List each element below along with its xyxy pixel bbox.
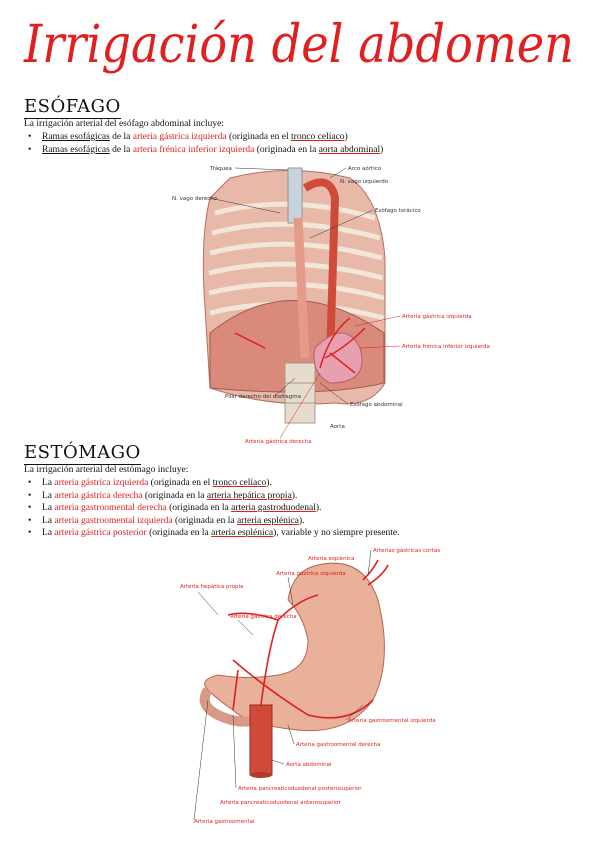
estomago-list: La arteria gástrica izquierda (originada… xyxy=(28,477,399,540)
svg-text:Arteria gastroomental: Arteria gastroomental xyxy=(194,819,255,825)
svg-text:Arteria gástrica derecha: Arteria gástrica derecha xyxy=(245,438,312,445)
esofago-list: Ramas esofágicas de la arteria gástrica … xyxy=(28,131,383,156)
estomago-heading: ESTÓMAGO xyxy=(24,442,141,465)
page-title: Irrigación del abdomen xyxy=(23,15,574,75)
svg-text:Arteria gástrica izquierda: Arteria gástrica izquierda xyxy=(402,313,472,320)
list-item: Ramas esofágicas de la arteria gástrica … xyxy=(28,131,383,144)
svg-text:Arteria frénica inferior izqui: Arteria frénica inferior izquierda xyxy=(402,343,490,350)
svg-text:Esófago torácico: Esófago torácico xyxy=(375,207,421,214)
svg-text:Arco aórtico: Arco aórtico xyxy=(348,165,382,172)
svg-text:Arteria hepática propia: Arteria hepática propia xyxy=(180,583,243,590)
stomach-anatomy-figure: Arterias gástricas cortas Arteria esplén… xyxy=(180,547,440,825)
svg-text:Arteria pancreaticoduodenal po: Arteria pancreaticoduodenal posterosuper… xyxy=(238,786,362,792)
svg-text:Arteria gastroomental izquierd: Arteria gastroomental izquierda xyxy=(348,718,436,724)
svg-text:Pilar derecho del diafragma: Pilar derecho del diafragma xyxy=(225,394,301,400)
esofago-intro: La irrigación arterial del esófago abdom… xyxy=(24,119,224,129)
svg-text:N. vago izquierdo: N. vago izquierdo xyxy=(340,179,389,185)
svg-text:Arteria gastroomental derecha: Arteria gastroomental derecha xyxy=(296,742,381,748)
svg-text:Arteria pancreaticoduodenal an: Arteria pancreaticoduodenal anterosuperi… xyxy=(220,800,341,806)
svg-text:Arteria esplénica: Arteria esplénica xyxy=(308,555,355,562)
esophagus-anatomy-figure: Tráquea Arco aórtico N. vago izquierdo N… xyxy=(172,165,490,445)
svg-text:Esófago abdominal: Esófago abdominal xyxy=(350,401,403,408)
svg-text:Arteria gástrica derecha: Arteria gástrica derecha xyxy=(230,613,297,620)
svg-text:Arteria gástrica izquierda: Arteria gástrica izquierda xyxy=(276,570,346,577)
svg-text:Aorta: Aorta xyxy=(330,424,345,430)
svg-text:N. vago derecho: N. vago derecho xyxy=(172,196,218,202)
list-item: Ramas esofágicas de la arteria frénica i… xyxy=(28,144,383,157)
svg-text:Arterias gástricas cortas: Arterias gástricas cortas xyxy=(373,547,440,554)
list-item: La arteria gástrica izquierda (originada… xyxy=(28,477,399,490)
svg-text:Tráquea: Tráquea xyxy=(209,165,232,172)
svg-text:Irrigación del abdomen: Irrigación del abdomen xyxy=(23,15,574,75)
list-item: La arteria gástrica posterior (originada… xyxy=(28,527,399,540)
list-item: La arteria gastroomental derecha (origin… xyxy=(28,502,399,515)
estomago-intro: La irrigación arterial del estómago incl… xyxy=(24,465,189,475)
esofago-heading: ESÓFAGO xyxy=(24,96,121,119)
list-item: La arteria gastroomental izquierda (orig… xyxy=(28,515,399,528)
svg-text:Aorta abdominal: Aorta abdominal xyxy=(286,762,332,768)
list-item: La arteria gástrica derecha (originada e… xyxy=(28,490,399,503)
